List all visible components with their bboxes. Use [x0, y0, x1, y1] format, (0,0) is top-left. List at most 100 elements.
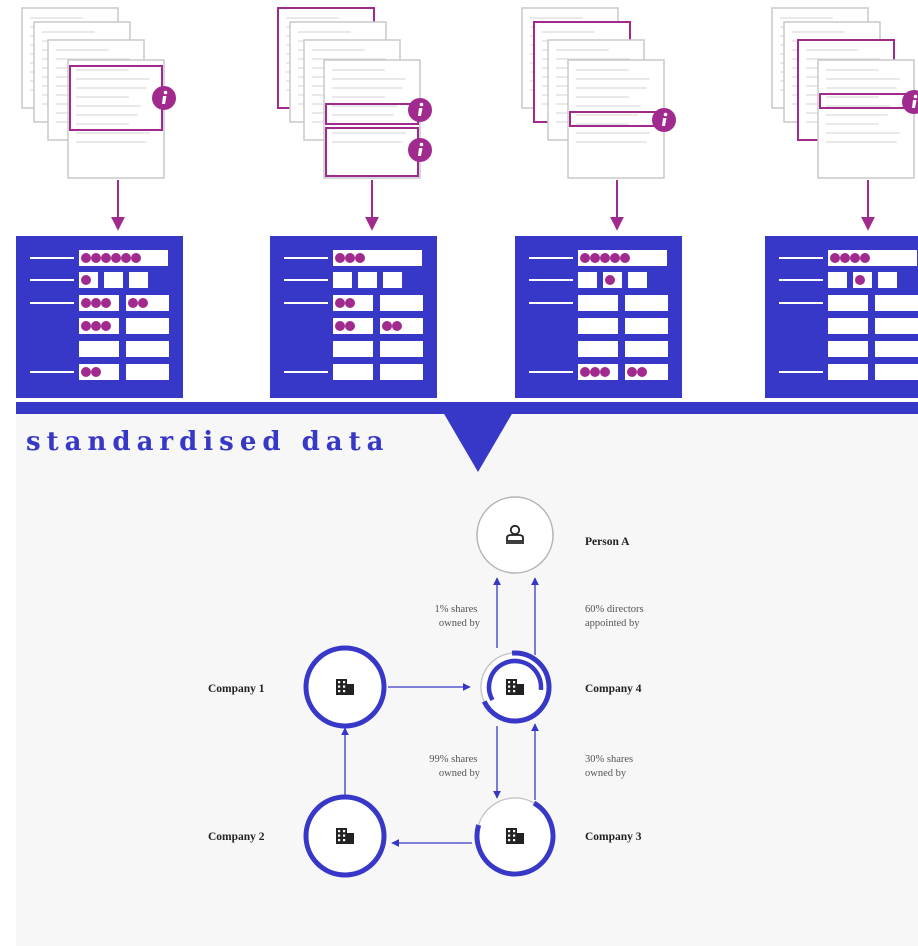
data-card — [270, 236, 437, 398]
field-value-box — [333, 341, 373, 357]
value-dot — [335, 253, 345, 263]
value-dot — [81, 367, 91, 377]
field-value-box — [828, 250, 917, 266]
extraction-arrows — [111, 180, 875, 231]
field-value-box — [578, 341, 618, 357]
document-stack — [21, 7, 176, 179]
value-dot — [590, 253, 600, 263]
value-dot — [345, 321, 355, 331]
building-window — [508, 681, 511, 684]
document-page — [323, 59, 421, 179]
field-value-box — [875, 341, 918, 357]
field-value-box — [625, 295, 668, 311]
field-value-box — [828, 318, 868, 334]
building-window — [508, 690, 511, 693]
building-window — [343, 830, 346, 833]
value-dot — [101, 253, 111, 263]
document-page — [567, 59, 665, 179]
info-stem — [912, 100, 917, 108]
building-window — [513, 681, 516, 684]
value-dot — [111, 253, 121, 263]
field-value-box — [380, 364, 423, 380]
field-value-box — [126, 318, 169, 334]
value-dot — [335, 298, 345, 308]
building-window — [338, 681, 341, 684]
building-window — [513, 839, 516, 842]
building-window — [338, 834, 341, 837]
value-dot — [627, 367, 637, 377]
building-tower — [506, 828, 517, 844]
info-stem — [418, 108, 423, 116]
value-dot — [637, 367, 647, 377]
value-dot — [131, 253, 141, 263]
field-value-box — [875, 295, 918, 311]
field-value-box — [878, 272, 897, 288]
field-value-box — [828, 272, 847, 288]
value-dot — [590, 367, 600, 377]
building-window — [338, 830, 341, 833]
building-window — [343, 690, 346, 693]
info-dot — [163, 90, 168, 95]
graph-panel — [16, 412, 918, 946]
info-dot — [419, 102, 424, 107]
field-value-box — [104, 272, 123, 288]
document-page — [817, 59, 915, 179]
headline: standardised data — [26, 427, 389, 457]
field-value-box — [126, 341, 169, 357]
value-dot — [91, 321, 101, 331]
page-sheet — [323, 59, 421, 179]
value-dot — [860, 253, 870, 263]
value-dot — [580, 253, 590, 263]
company-4-ownership-ring — [478, 650, 552, 724]
value-dot — [91, 253, 101, 263]
value-dot — [855, 275, 865, 285]
page-sheet — [817, 59, 915, 179]
label-company-4: Company 4 — [585, 683, 642, 695]
building-icon — [336, 828, 354, 844]
value-dot — [355, 253, 365, 263]
building-tower — [506, 679, 517, 695]
document-stack — [771, 7, 918, 179]
building-icon — [506, 828, 524, 844]
field-value-box — [333, 364, 373, 380]
document-page — [67, 59, 165, 179]
value-dot — [101, 298, 111, 308]
source-documents — [21, 7, 918, 179]
field-value-box — [578, 318, 618, 334]
building-window — [338, 690, 341, 693]
edge-label-directors-60: 60% directors appointed by — [585, 604, 646, 629]
building-wing — [347, 684, 354, 695]
info-dot — [663, 112, 668, 117]
building-tower — [336, 679, 347, 695]
label-company-1: Company 1 — [208, 683, 265, 695]
field-value-box — [828, 295, 868, 311]
data-card — [16, 236, 183, 398]
data-card — [765, 236, 918, 398]
value-dot — [600, 367, 610, 377]
funnel-triangle — [443, 412, 513, 472]
field-value-box — [79, 341, 119, 357]
info-stem — [662, 118, 667, 126]
building-window — [338, 839, 341, 842]
value-dot — [128, 298, 138, 308]
value-dot — [850, 253, 860, 263]
value-dot — [600, 253, 610, 263]
value-dot — [335, 321, 345, 331]
info-icon — [652, 108, 676, 132]
value-dot — [610, 253, 620, 263]
field-value-box — [578, 295, 618, 311]
label-company-2: Company 2 — [208, 831, 265, 843]
building-icon — [506, 679, 524, 695]
value-dot — [138, 298, 148, 308]
value-dot — [81, 275, 91, 285]
merge-band — [16, 402, 918, 414]
ownership-graph: Person A Company 4 Company 1 Company 2 C… — [208, 496, 646, 878]
building-window — [513, 834, 516, 837]
field-value-box — [828, 341, 868, 357]
building-tower — [336, 828, 347, 844]
field-value-box — [333, 250, 422, 266]
edge-label-shares-1: 1% shares owned by — [435, 604, 481, 629]
field-value-box — [380, 341, 423, 357]
value-dot — [81, 253, 91, 263]
